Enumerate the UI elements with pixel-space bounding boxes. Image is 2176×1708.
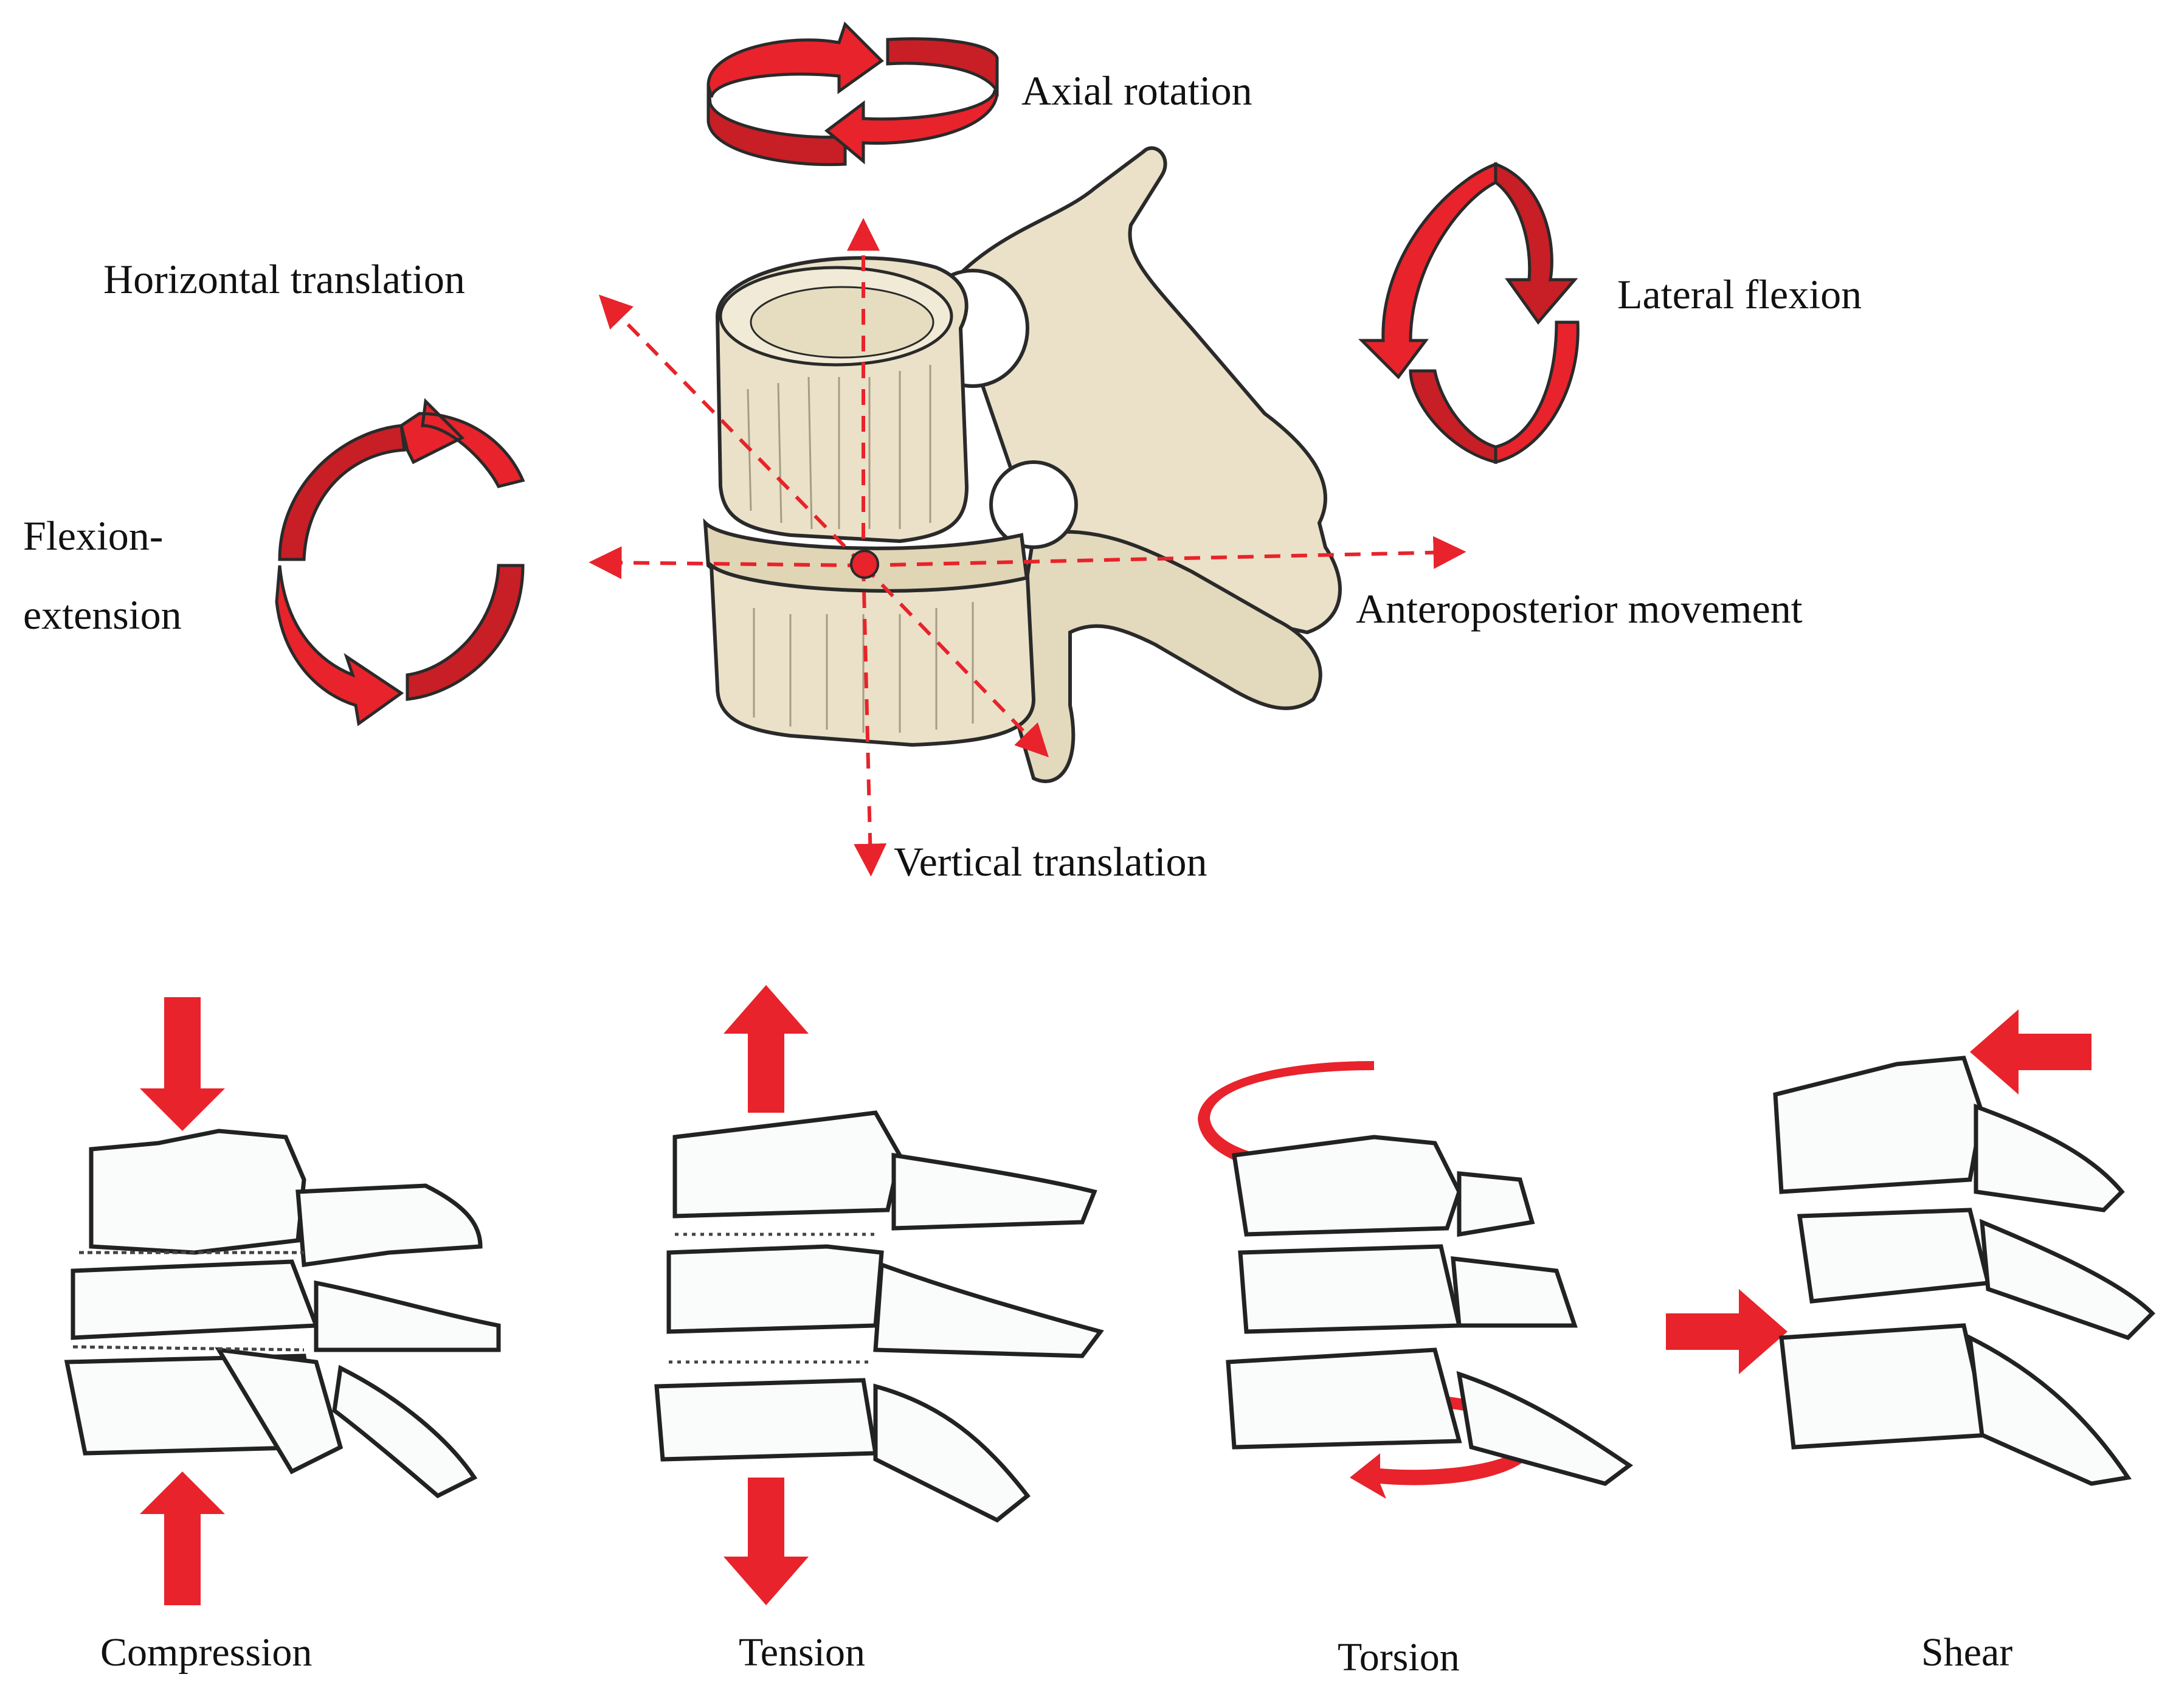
horizontal-axis-front	[862, 564, 1049, 758]
tension-arrow-up-icon	[724, 985, 809, 1113]
shear-arrow-bottom-icon	[1666, 1289, 1787, 1374]
shear-arrow-top-icon	[1970, 1009, 2091, 1094]
anteroposterior-axis-right	[863, 536, 1466, 569]
label-compression: Compression	[100, 1630, 313, 1675]
anteroposterior-axis-left	[589, 546, 864, 579]
label-torsion: Torsion	[1338, 1635, 1460, 1679]
vertical-axis-down	[854, 565, 887, 877]
compression-arrow-down-icon	[140, 997, 225, 1131]
horizontal-axis-back	[598, 294, 865, 567]
label-horizontal-translation: Horizontal translation	[103, 256, 465, 302]
label-anteroposterior-movement: Anteroposterior movement	[1356, 586, 1803, 632]
lumbar-vertebra-illustration	[703, 146, 1342, 783]
label-flexion-extension-line1: Flexion-	[23, 513, 164, 559]
shear-illustration	[1666, 1009, 2155, 1486]
motion-axes	[589, 218, 1466, 877]
label-tension: Tension	[739, 1630, 866, 1675]
label-shear: Shear	[1921, 1630, 2013, 1675]
torsion-illustration	[1198, 1061, 1634, 1499]
center-of-rotation	[850, 550, 879, 579]
flexion-extension-arrow-icon	[275, 398, 525, 727]
label-vertical-translation: Vertical translation	[894, 838, 1207, 885]
label-lateral-flexion: Lateral flexion	[1617, 271, 1862, 317]
compression-illustration	[64, 997, 501, 1605]
tension-arrow-down-icon	[724, 1478, 809, 1605]
torsion-arrow-bottom-icon	[1350, 1392, 1538, 1499]
tension-illustration	[654, 985, 1104, 1605]
label-axial-rotation: Axial rotation	[1021, 67, 1252, 114]
lateral-flexion-arrow-icon	[1358, 162, 1580, 465]
label-flexion-extension-line2: extension	[23, 592, 182, 638]
axial-rotation-arrow-icon	[706, 21, 999, 167]
compression-arrow-up-icon	[140, 1471, 225, 1605]
